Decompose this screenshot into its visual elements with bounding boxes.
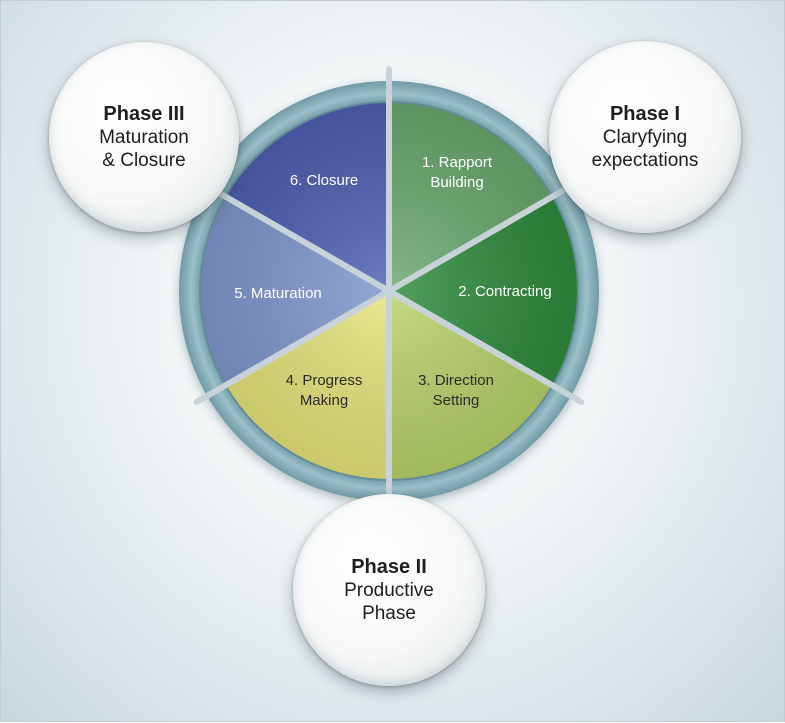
- phase-ii-title: Phase II: [351, 556, 427, 578]
- segment-5-label: 5. Maturation: [234, 285, 322, 302]
- divider-2: [386, 177, 585, 294]
- phase-i-circle: Phase I Claryfying expectations: [549, 41, 741, 233]
- divider-5: [193, 288, 392, 405]
- phase-ii-circle: Phase II Productive Phase: [293, 494, 485, 686]
- divider-3: [386, 288, 585, 405]
- phase-iii-line2: & Closure: [102, 150, 186, 171]
- phase-ii-line1: Productive: [344, 580, 434, 601]
- phase-iii-circle: Phase III Maturation & Closure: [49, 42, 239, 232]
- segment-6-label: 6. Closure: [290, 172, 358, 189]
- phase-i-line2: expectations: [591, 150, 699, 171]
- segment-2-label: 2. Contracting: [458, 283, 551, 300]
- phase-iii-line1: Maturation: [99, 127, 189, 148]
- phase-iii-title: Phase III: [103, 103, 185, 125]
- dividers-group: [193, 66, 585, 516]
- phase-i-title: Phase I: [609, 103, 681, 125]
- phase-ii-line2: Phase: [362, 603, 416, 624]
- phase-i-line1: Claryfying: [602, 127, 688, 148]
- divider-6: [193, 177, 392, 294]
